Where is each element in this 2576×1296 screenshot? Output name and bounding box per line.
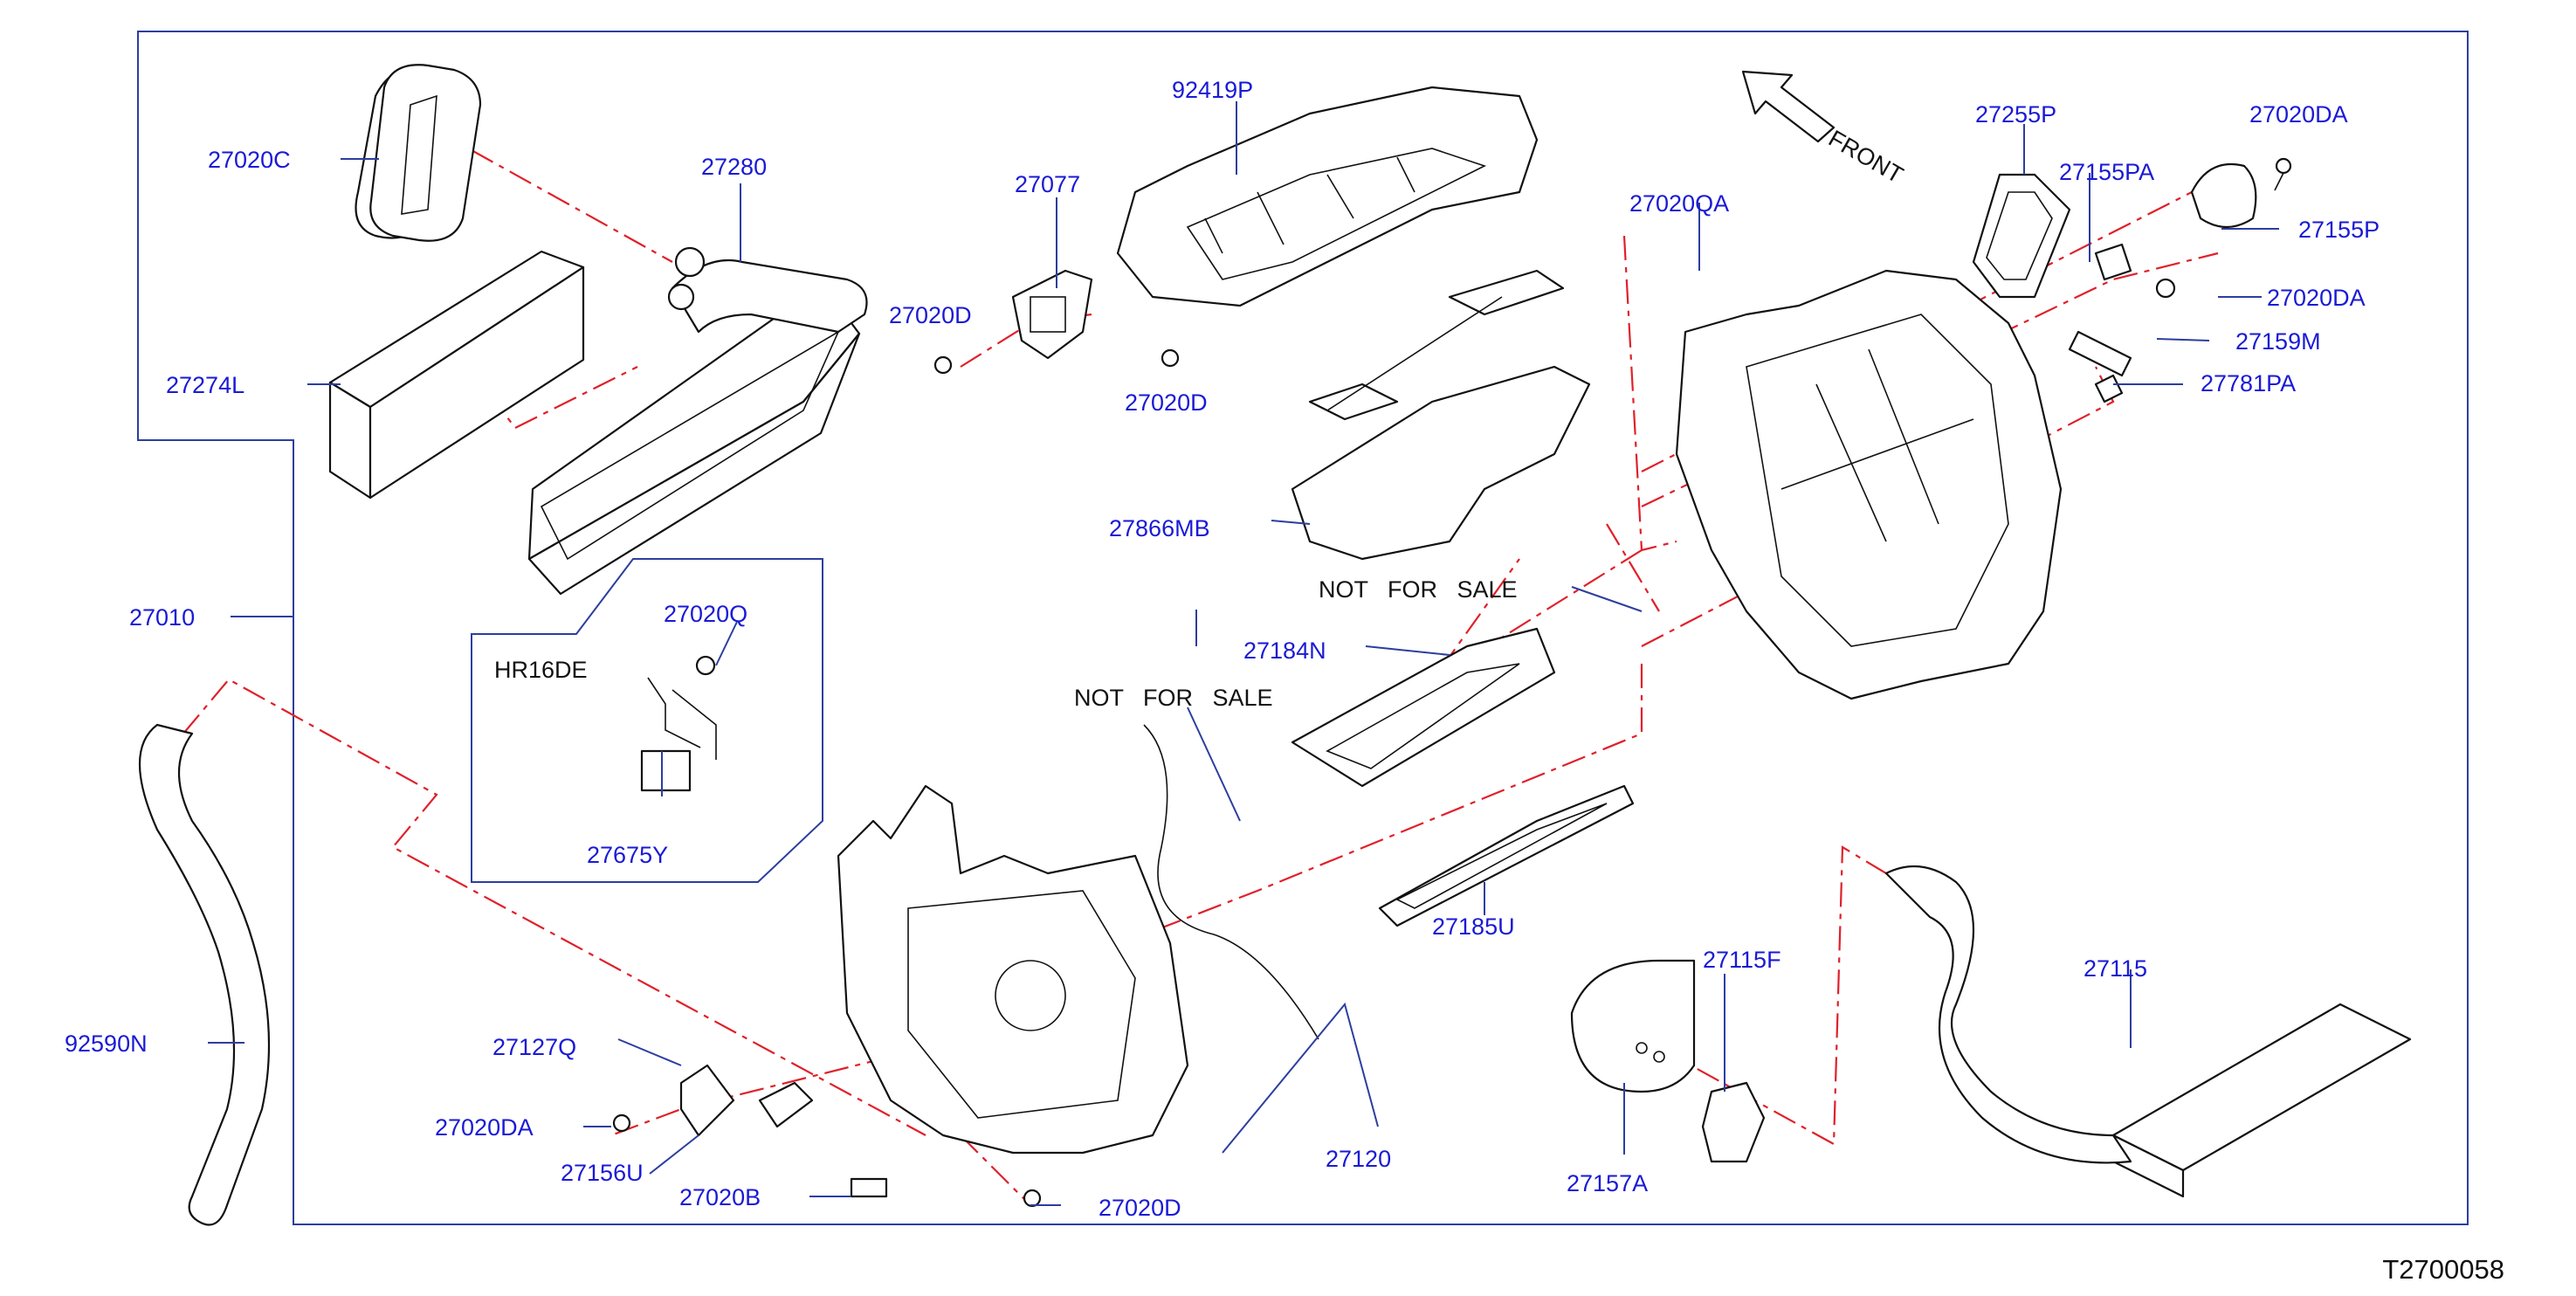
main-case-right-drawing — [1675, 269, 2063, 700]
filter-door-drawing — [1972, 173, 2071, 299]
label-27866mb: 27866MB — [1109, 515, 1210, 541]
actuator-27077-drawing — [1011, 269, 1093, 360]
label-27157a: 27157A — [1567, 1170, 1648, 1196]
label-27159m: 27159M — [2235, 328, 2321, 355]
label-27184n: 27184N — [1243, 638, 1326, 664]
label-27020b: 27020B — [679, 1184, 761, 1210]
label-27020d-c: 27020D — [1099, 1195, 1181, 1221]
label-27127q: 27127Q — [492, 1034, 576, 1060]
drain-hose-drawing — [138, 723, 271, 1226]
front-direction-indicator: FRONT — [1741, 70, 1908, 189]
label-27020da-c: 27020DA — [435, 1114, 534, 1141]
hr16de-inset-box — [471, 558, 823, 883]
note-not-for-sale-upper: NOT FOR SALE — [1319, 576, 1518, 603]
label-27020da-a: 27020DA — [2249, 101, 2348, 128]
right-fasteners-drawing — [2068, 157, 2292, 403]
label-27020qa: 27020QA — [1629, 190, 1729, 217]
label-27115f: 27115F — [1703, 947, 1781, 973]
small-levers-drawing — [612, 348, 1319, 1208]
label-27020d-a: 27020D — [889, 302, 972, 328]
label-27155p: 27155P — [2298, 217, 2380, 243]
label-27020d-b: 27020D — [1125, 389, 1208, 416]
label-27115: 27115 — [2084, 955, 2147, 982]
label-27781pa: 27781PA — [2201, 370, 2296, 396]
label-27077: 27077 — [1015, 171, 1080, 197]
blower-case-drawing — [837, 784, 1189, 1155]
front-label: FRONT — [1824, 125, 1908, 188]
part-labels: 27020C 27280 27274L 27010 92590N 92419P … — [65, 77, 2380, 1221]
label-92419p: 92419P — [1172, 77, 1253, 103]
upper-housing-drawing — [1116, 86, 1539, 307]
label-27274l: 27274L — [166, 372, 245, 398]
label-27020q: 27020Q — [664, 601, 747, 627]
bracket-27675y-drawing — [640, 655, 717, 792]
label-27020da-b: 27020DA — [2267, 285, 2366, 311]
leader-lines — [208, 101, 2279, 1206]
assembly-border — [137, 31, 2469, 1225]
seal-drawing — [369, 64, 482, 242]
label-27185u: 27185U — [1432, 913, 1515, 940]
cabin-filter-drawing — [328, 250, 585, 500]
label-27120: 27120 — [1326, 1146, 1391, 1172]
label-27010: 27010 — [129, 604, 195, 631]
diagram-id: T2700058 — [2382, 1254, 2504, 1285]
note-engine-variant: HR16DE — [494, 657, 588, 683]
label-27156u: 27156U — [561, 1160, 644, 1186]
duct-27866mb-drawing — [1291, 269, 1591, 561]
label-27255p: 27255P — [1975, 101, 2056, 128]
blower-motor-drawing — [1570, 959, 1766, 1163]
label-27020c: 27020C — [208, 147, 291, 173]
label-27280: 27280 — [701, 154, 767, 180]
mode-doors-drawing — [1291, 627, 1635, 927]
label-92590n: 92590N — [65, 1031, 148, 1057]
heater-core-drawing — [1884, 865, 2412, 1198]
label-27155pa: 27155PA — [2059, 159, 2154, 185]
note-not-for-sale-lower: NOT FOR SALE — [1074, 685, 1273, 711]
label-27675y: 27675Y — [587, 842, 668, 868]
